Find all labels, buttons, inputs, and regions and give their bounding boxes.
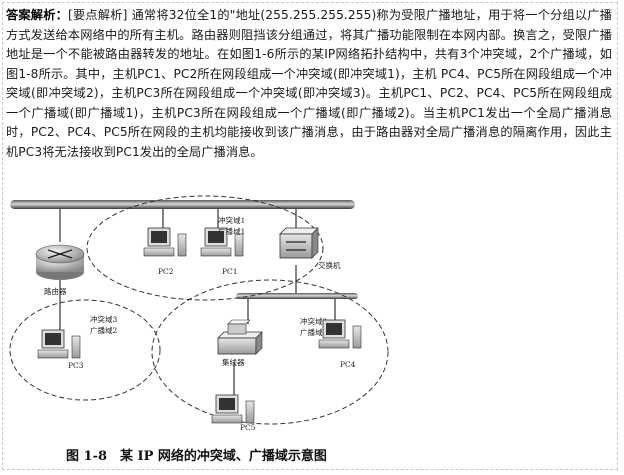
top-collision-label: 冲突域1 (218, 215, 245, 225)
pc2-icon (143, 227, 187, 257)
answer-lead: 答案解析： (6, 8, 69, 22)
backbone-top (10, 200, 355, 209)
pc5-icon (211, 394, 255, 424)
pc2-label: PC2 (158, 267, 174, 276)
network-diagram: 路由器 PC2 PC1 冲突域1 广播域1 交换机 冲突域3 广播域2 P (9, 195, 389, 464)
answer-paragraph: 答案解析：[要点解析] 通常将32位全1的"地址(255.255.255.255… (6, 6, 612, 162)
pc3-icon (37, 329, 81, 359)
pc4-icon (318, 319, 362, 349)
router-label: 路由器 (44, 286, 67, 296)
figure-caption: 图 1-8 某 IP 网络的冲突域、广播域示意图 (66, 448, 327, 464)
hub-label: 集线器 (222, 357, 245, 367)
right-collision-label: 冲突域2 (300, 316, 327, 326)
answer-body: [要点解析] 通常将32位全1的"地址(255.255.255.255)称为受限… (6, 8, 613, 159)
domain-ellipse-left (9, 299, 161, 401)
left-broadcast-label: 广播域2 (90, 325, 117, 335)
pc1-label: PC1 (222, 267, 238, 276)
top-broadcast-label: 广播域1 (218, 226, 245, 236)
switch-label: 交换机 (318, 260, 341, 270)
pc4-label: PC4 (340, 360, 356, 369)
pc3-label: PC3 (68, 361, 84, 370)
switch-icon (279, 227, 319, 259)
domain-ellipse-top (86, 195, 324, 301)
router-icon (35, 244, 85, 280)
right-broadcast-label: 广播域1 (300, 327, 327, 337)
pc5-label: PC5 (240, 423, 256, 432)
backbone-lower (236, 293, 358, 299)
domain-ellipse-right (151, 279, 389, 425)
left-collision-label: 冲突域3 (90, 314, 117, 324)
pc1-icon (200, 227, 244, 257)
hub-icon (217, 319, 263, 355)
